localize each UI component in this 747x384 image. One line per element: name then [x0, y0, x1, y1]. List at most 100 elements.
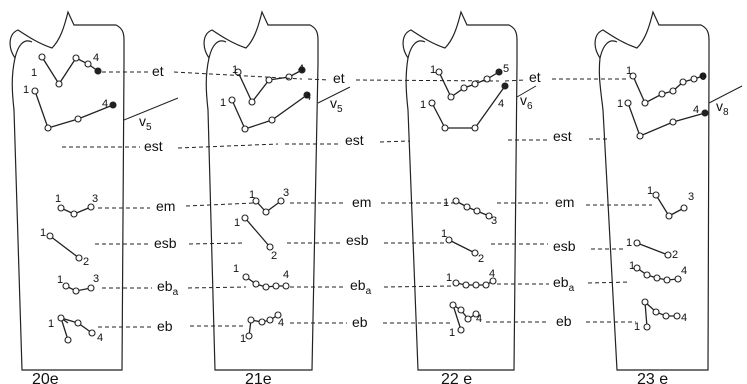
esb-number-1: 1 — [234, 217, 240, 229]
panel-caption: 23 e — [637, 371, 668, 384]
row-label-eb-1: eb — [157, 318, 173, 334]
est-dot — [75, 116, 81, 122]
esb-line — [449, 240, 475, 253]
est-dot — [32, 88, 38, 94]
est-number-4: 4 — [498, 98, 504, 110]
em-dot — [681, 205, 687, 211]
em-dot — [653, 192, 659, 198]
est-number-1: 1 — [220, 97, 226, 109]
em-dot — [58, 205, 64, 211]
est-number-4: 4 — [693, 104, 699, 116]
et-dot — [95, 68, 101, 74]
eb-dot — [674, 313, 680, 319]
et-dot — [670, 88, 676, 94]
em-number-1: 1 — [55, 193, 61, 205]
est-dot — [502, 83, 508, 89]
esb-number-2: 2 — [672, 249, 678, 261]
eb-dot — [663, 313, 669, 319]
est-number-4: 4 — [102, 98, 108, 110]
em-dot — [666, 213, 672, 219]
panel-23e: 1 6 1 4 1 3 1 2 1 4 1 4 — [595, 12, 742, 384]
em-dot — [464, 204, 470, 210]
eba-dot — [73, 288, 79, 294]
panel-22e: 1 5 1 4 1 3 1 2 1 4 1 4 — [403, 12, 536, 384]
et-dot — [472, 81, 478, 87]
em-number-3: 3 — [92, 193, 98, 205]
eba-dot — [263, 284, 269, 290]
est-dot — [269, 117, 275, 123]
eb-dot — [58, 315, 64, 321]
panel-caption: 20e — [32, 371, 59, 384]
esb-dot — [242, 215, 248, 221]
eba-dot — [243, 274, 249, 280]
row-label-est-3: est — [553, 128, 572, 144]
esb-number-2: 2 — [478, 253, 484, 265]
eb-dot — [89, 330, 95, 336]
et-line — [439, 72, 499, 97]
row-label-est-2: est — [345, 132, 364, 148]
row-em: em em em — [98, 194, 652, 214]
et-number-6: 6 — [700, 71, 706, 83]
et-number-5: 5 — [503, 63, 509, 75]
row-label-em-1: em — [156, 198, 175, 214]
et-number-1: 1 — [626, 65, 632, 77]
esb-line — [245, 218, 270, 247]
eba-dot — [283, 283, 289, 289]
eba-dot — [483, 282, 489, 288]
esb-dot — [665, 252, 671, 258]
eb-dot — [642, 299, 648, 305]
et-dot — [461, 85, 467, 91]
row-label-esb-1: esb — [154, 235, 177, 251]
est-dot — [702, 110, 708, 116]
eba-number-1: 1 — [629, 260, 635, 272]
panel-caption: 22 e — [441, 371, 472, 384]
est-dot — [242, 126, 248, 132]
row-label-est-1: est — [144, 138, 163, 154]
eba-dot — [664, 277, 670, 283]
et-dot — [496, 69, 502, 75]
et-dot — [56, 81, 62, 87]
esb-number-1: 1 — [441, 228, 447, 240]
eb-dot — [644, 324, 650, 330]
et-dot — [642, 100, 648, 106]
et-number-4: 4 — [298, 63, 304, 75]
est-dot — [429, 100, 435, 106]
eb-dot — [653, 309, 659, 315]
eba-number-4: 4 — [489, 268, 495, 280]
em-number-3: 3 — [283, 187, 289, 199]
eb-dot — [267, 317, 273, 323]
eba-dot — [88, 285, 94, 291]
row-label-et-2: et — [333, 70, 345, 86]
eba-dot — [273, 283, 279, 289]
row-eb: eb eb eb — [98, 313, 636, 334]
eb-number-4: 4 — [476, 313, 482, 325]
est-number-1: 1 — [23, 84, 29, 96]
eb-dot — [65, 337, 71, 343]
eba-number-1: 1 — [446, 272, 452, 284]
eb-dot — [458, 327, 464, 333]
et-dot — [659, 91, 665, 97]
et-dot — [691, 76, 697, 82]
eb-number-1: 1 — [48, 318, 54, 330]
esb-dot — [76, 255, 82, 261]
v-ray — [124, 98, 178, 120]
esb-line — [637, 243, 668, 255]
panel-caption: 21e — [245, 371, 272, 384]
est-dot — [637, 133, 643, 139]
esb-dot — [47, 233, 53, 239]
et-dot — [85, 61, 91, 67]
v-label: v5 — [330, 95, 343, 115]
eb-dot — [450, 302, 456, 308]
row-label-esb-2: esb — [346, 232, 369, 248]
segment-outline — [403, 12, 517, 370]
row-label-esb-3: esb — [553, 238, 576, 254]
segment-outline — [10, 12, 124, 370]
et-dot — [73, 55, 79, 61]
et-number-1: 1 — [430, 64, 436, 76]
row-esb: esb esb esb — [95, 232, 626, 254]
et-dot — [249, 99, 255, 105]
est-dot — [670, 119, 676, 125]
row-est: est est est — [62, 128, 610, 154]
em-dot — [263, 209, 269, 215]
